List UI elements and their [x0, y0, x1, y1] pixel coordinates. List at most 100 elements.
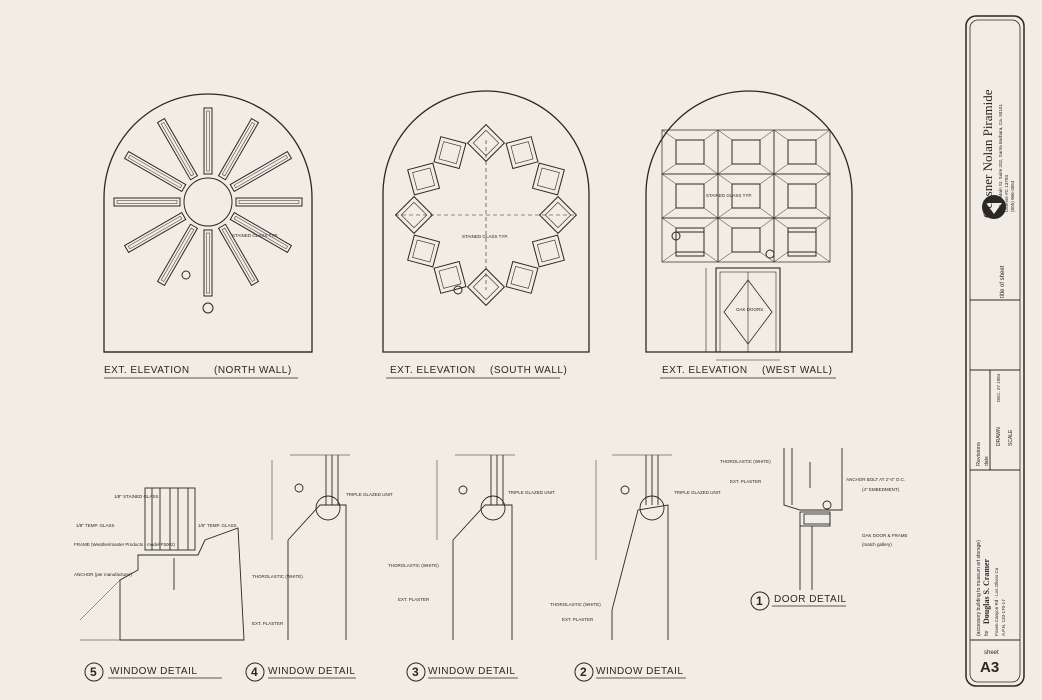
project-description: (accessory building to museum art storag… [976, 540, 982, 636]
south-elevation [382, 90, 590, 353]
owner-name: Douglas S. Cramer [982, 558, 991, 624]
south-elevation-wall: (SOUTH WALL) [490, 365, 567, 376]
ray-window [217, 117, 260, 181]
date-value: DEC. 27 1984 [996, 373, 1001, 402]
scale-label: SCALE [1008, 429, 1014, 446]
ray-window [217, 223, 260, 287]
project-address: Foxen Canyon Rd · Los Olivos Ca [994, 567, 999, 636]
firm-logo [982, 195, 1006, 219]
d2-note-0: TRIPLE GLAZED UNIT [674, 490, 721, 495]
detail-2-number: 2 [580, 665, 587, 679]
west-elevation-wall: (WEST WALL) [762, 365, 833, 376]
d1-note-2: ANCHOR BOLT AT 2'-0" O.C. [846, 477, 905, 482]
detail-4-marker [245, 662, 265, 682]
d1-note-1: EXT. PLASTER [730, 479, 762, 484]
firm-name: Ochsner Nolan Piramide [980, 89, 995, 218]
grid-window [787, 231, 817, 257]
ray-window [156, 117, 199, 181]
d1-note-3: (4" EMBEDMENT) [862, 487, 900, 492]
d1-note-5: (match gallery) [862, 542, 892, 547]
ray-window [123, 150, 187, 193]
grid-window [773, 173, 831, 219]
d1-note-4: OAK DOOR & FRAME [862, 533, 908, 538]
diamond-window [531, 162, 565, 196]
d4-note-0: TRIPLE GLAZED UNIT [346, 492, 393, 497]
firm-phone: (805) 966-3554 [1010, 180, 1015, 212]
diamond-window [531, 234, 565, 268]
sheet-number: A3 [980, 659, 999, 676]
west-glass-note: STAINED GLASS TYP. [706, 193, 752, 198]
north-elevation-wall: (NORTH WALL) [214, 365, 292, 376]
d5-note-1: 1/8" TEMP. GLASS [76, 523, 114, 528]
d5-note-4: ANCHOR (per manufacturer) [74, 572, 133, 577]
detail-2-marker [574, 662, 594, 682]
d5-note-3: FRAME (Weatherimaster Products - model F… [74, 542, 175, 547]
d3-note-1: THOROLASTIC (WHITE) [388, 563, 439, 568]
detail-5-number: 5 [90, 665, 97, 679]
diamond-window [433, 136, 467, 170]
west-doors-note: OAK DOORS [736, 307, 763, 312]
detail-5-marker [84, 662, 104, 682]
grid-window [717, 217, 775, 263]
firm-address: 201 E. Main St. Suite 202, Santa Barbara… [998, 104, 1003, 212]
d5-note-0: 1/8" STAINED GLASS [114, 494, 159, 499]
detail-3-title: WINDOW DETAIL [428, 666, 515, 677]
south-elevation-title: EXT. ELEVATION [390, 365, 476, 376]
ray-window [123, 211, 187, 254]
grid-window [717, 129, 775, 175]
sheet-label: sheet [984, 650, 999, 656]
revisions-label: Revisions [976, 442, 982, 466]
d1-note-0: THOROLASTIC (WHITE) [720, 459, 771, 464]
north-glass-note: STAINED GLASS TYP. [232, 233, 278, 238]
date-label: date [984, 456, 990, 466]
detail-2-drawing [595, 454, 672, 640]
detail-3-number: 3 [412, 665, 419, 679]
for-label: for [984, 630, 990, 636]
detail-3-drawing [436, 454, 515, 640]
ray-window [203, 229, 213, 297]
diamond-window [407, 162, 441, 196]
ray-window [156, 223, 199, 287]
project-apn: A.P.N. 133-170-17 [1001, 599, 1006, 636]
grid-window [773, 217, 831, 263]
grid-window [675, 231, 705, 257]
detail-2-title: WINDOW DETAIL [596, 666, 683, 677]
d3-note-2: EXT. PLASTER [398, 597, 430, 602]
grid-window [661, 129, 719, 175]
diamond-window [466, 267, 506, 307]
diamond-window [505, 136, 539, 170]
ray-window [229, 211, 293, 254]
ray-window [113, 197, 181, 207]
d5-note-2: 1/8" TEMP. GLASS [198, 523, 236, 528]
grid-window [661, 217, 719, 263]
north-elevation-title: EXT. ELEVATION [104, 365, 190, 376]
d2-note-2: EXT. PLASTER [562, 617, 594, 622]
ray-window [203, 107, 213, 175]
title-block [965, 15, 1025, 687]
ray-window [235, 197, 303, 207]
ray-window [229, 150, 293, 193]
detail-1-number: 1 [756, 594, 763, 608]
detail-4-title: WINDOW DETAIL [268, 666, 355, 677]
detail-1-marker [750, 591, 770, 611]
grid-window [773, 129, 831, 175]
west-elevation-title: EXT. ELEVATION [662, 365, 748, 376]
diamond-window [394, 195, 434, 235]
west-elevation [645, 90, 853, 361]
diamond-window [505, 260, 539, 294]
d4-note-1: THOROLASTIC (WHITE) [252, 574, 303, 579]
drawn-label: DRAWN [996, 427, 1002, 446]
detail-3-marker [406, 662, 426, 682]
diamond-window [433, 260, 467, 294]
d3-note-0: TRIPLE GLAZED UNIT [508, 490, 555, 495]
firm-license: License #C 13793 [1004, 175, 1009, 212]
detail-1-drawing [783, 448, 843, 590]
detail-4-number: 4 [251, 665, 258, 679]
d4-note-2: EXT. PLASTER [252, 621, 284, 626]
north-elevation [103, 93, 313, 353]
south-glass-note: STAINED GLASS TYP. [462, 234, 508, 239]
diamond-window [538, 195, 578, 235]
detail-4-drawing [271, 454, 350, 640]
